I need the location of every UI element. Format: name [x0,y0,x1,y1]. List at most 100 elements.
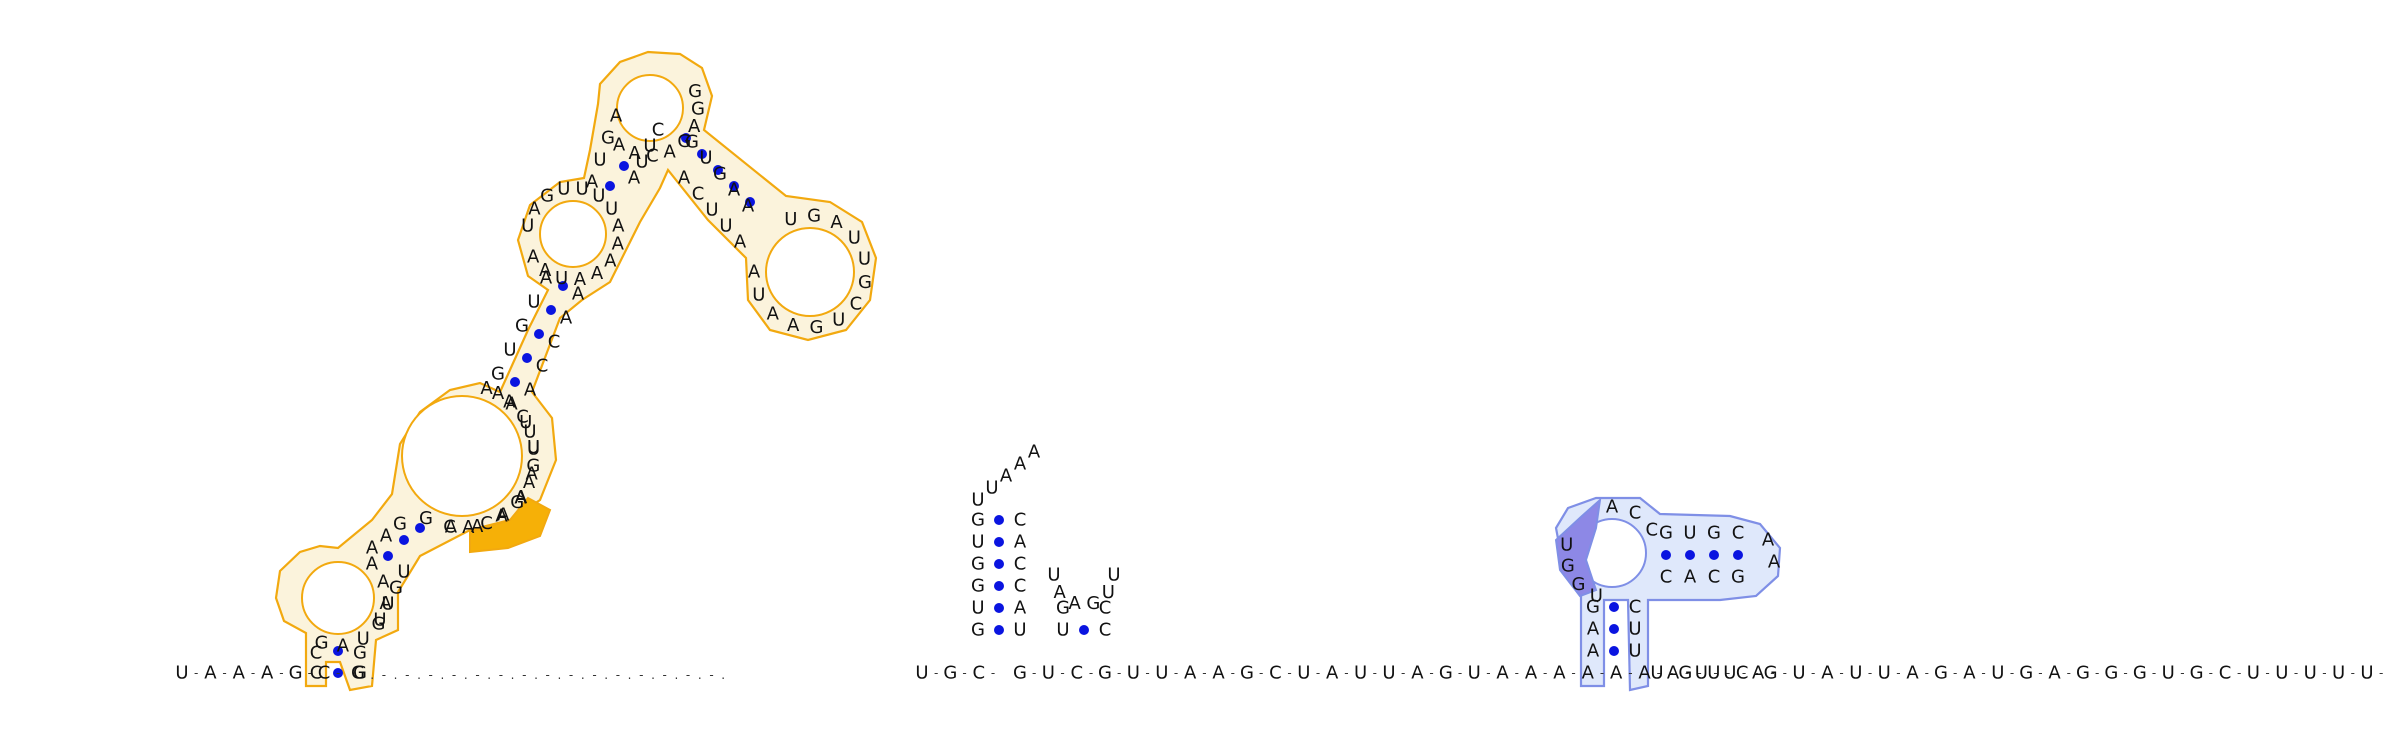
backbone-link: - [1571,666,1575,680]
hairpinA-right: A [1014,532,1027,553]
backbone-link: - [308,666,312,680]
base-pair-dot [1609,646,1619,656]
backbone-nucleotide: U [1042,663,1055,684]
loop1: U [357,628,370,649]
backbone-nucleotide: A [1752,663,1765,684]
backbone-nucleotide: U [2275,663,2288,684]
backbone-link: - [2180,666,2184,680]
base-pair-dot [1709,550,1719,560]
hairpin-right: U [784,209,797,230]
helix6-top: A [742,196,755,217]
helix4-right: U [635,152,648,173]
backbone-nucleotide: C [1736,663,1749,684]
loop3: A [471,516,484,537]
backbone-link: - [1868,666,1872,680]
loop4: A [604,250,617,271]
orange-highlighted-segment [469,496,552,554]
helix4-right: C [652,120,665,141]
backbone-link: - [1486,666,1490,680]
hairpinB-loop: A [1069,593,1082,614]
backbone-link: - [251,666,255,680]
base-pair-dot [994,537,1004,547]
gap-marker: - [429,668,433,682]
loop3-lower: C [443,516,456,537]
backbone-nucleotide: U [1354,663,1367,684]
loop3-right: U [527,438,540,459]
loop4: A [612,216,625,237]
base-pair-dot [534,329,544,339]
helix3-left: G [491,364,505,385]
blue-highlighted-nucleotides: G [1572,574,1586,595]
helix4-left: U [593,150,606,171]
gap-marker: - [475,668,479,682]
helix3-right: C [536,356,549,377]
hairpin-right: A [767,303,780,324]
gap-marker: . [604,668,608,682]
loop4: A [527,247,540,268]
backbone-nucleotide: U [1878,663,1891,684]
backbone-nucleotide: A [1411,663,1424,684]
helix4-left: G [601,128,615,149]
gap-marker: . [464,668,468,682]
backbone-nucleotide: G [1678,663,1692,684]
backbone-nucleotide: A [1212,663,1225,684]
gap-marker: . [370,668,374,682]
helix6-top: G [713,164,727,185]
backbone-nucleotide: C [2219,663,2232,684]
backbone-link: - [1713,666,1717,680]
base-pair-dot [1733,550,1743,560]
base-pair-dot [605,181,615,191]
hairpinA-loop: A [1028,442,1041,463]
backbone-link: - [1896,666,1900,680]
backbone-nucleotide: A [1963,663,1976,684]
hairpin-right: U [752,284,765,305]
base-pair-dot [729,181,739,191]
backbone-link: - [2237,666,2241,680]
backbone-link: - [1373,666,1377,680]
backbone-link: - [1515,666,1519,680]
backbone-nucleotide: G [943,663,957,684]
backbone-link: - [1754,666,1758,680]
loop3-right: A [505,393,518,414]
helix3-left: U [503,340,516,361]
hairpinA-right: A [1014,598,1027,619]
loop-4-interior [539,200,607,268]
backbone-link: - [1089,666,1093,680]
loop1: A [337,635,350,656]
helix1b-left: A [366,538,379,559]
backbone-link: - [1839,666,1843,680]
base-pair-dot [713,165,723,175]
nucleotides: U-A-A-A-G-C-G.-.-.-.-.-.-.-.-.-.-.-.-.-.… [175,81,2383,683]
loop4: U [605,199,618,220]
loop1: A [380,593,393,614]
backbone-nucleotide: U [1382,663,1395,684]
hairpinB-loop: A [1054,582,1067,603]
backbone-link: - [1697,666,1701,680]
helix6-bottom: U [705,200,718,221]
loop3-right: G [526,455,540,476]
loop3-right: A [492,383,505,404]
gap-marker: - [709,668,713,682]
blue-helix2-top: C [1732,523,1745,544]
loop4: A [612,234,625,255]
hairpinA-loop: U [985,478,998,499]
gap-marker: - [616,668,620,682]
helix1-right: G [353,663,367,684]
backbone-link: - [1726,666,1730,680]
loop3-lower: G [510,492,524,513]
base-pair-dot [697,149,707,159]
backbone-link: - [2152,666,2156,680]
backbone-link: - [1770,666,1774,680]
backbone-nucleotide: U [1849,663,1862,684]
base-pair-dot [1079,625,1089,635]
loop4: A [574,269,587,290]
base-pair-dot [1609,624,1619,634]
hairpin-top: G [691,99,705,120]
helix3-right: A [560,308,573,329]
gap-marker: . [534,668,538,682]
loop1: G [315,633,329,654]
loop1: G [372,613,386,634]
gap-marker: - [639,668,643,682]
backbone-nucleotide: U [1468,663,1481,684]
backbone-link: - [1685,666,1689,680]
